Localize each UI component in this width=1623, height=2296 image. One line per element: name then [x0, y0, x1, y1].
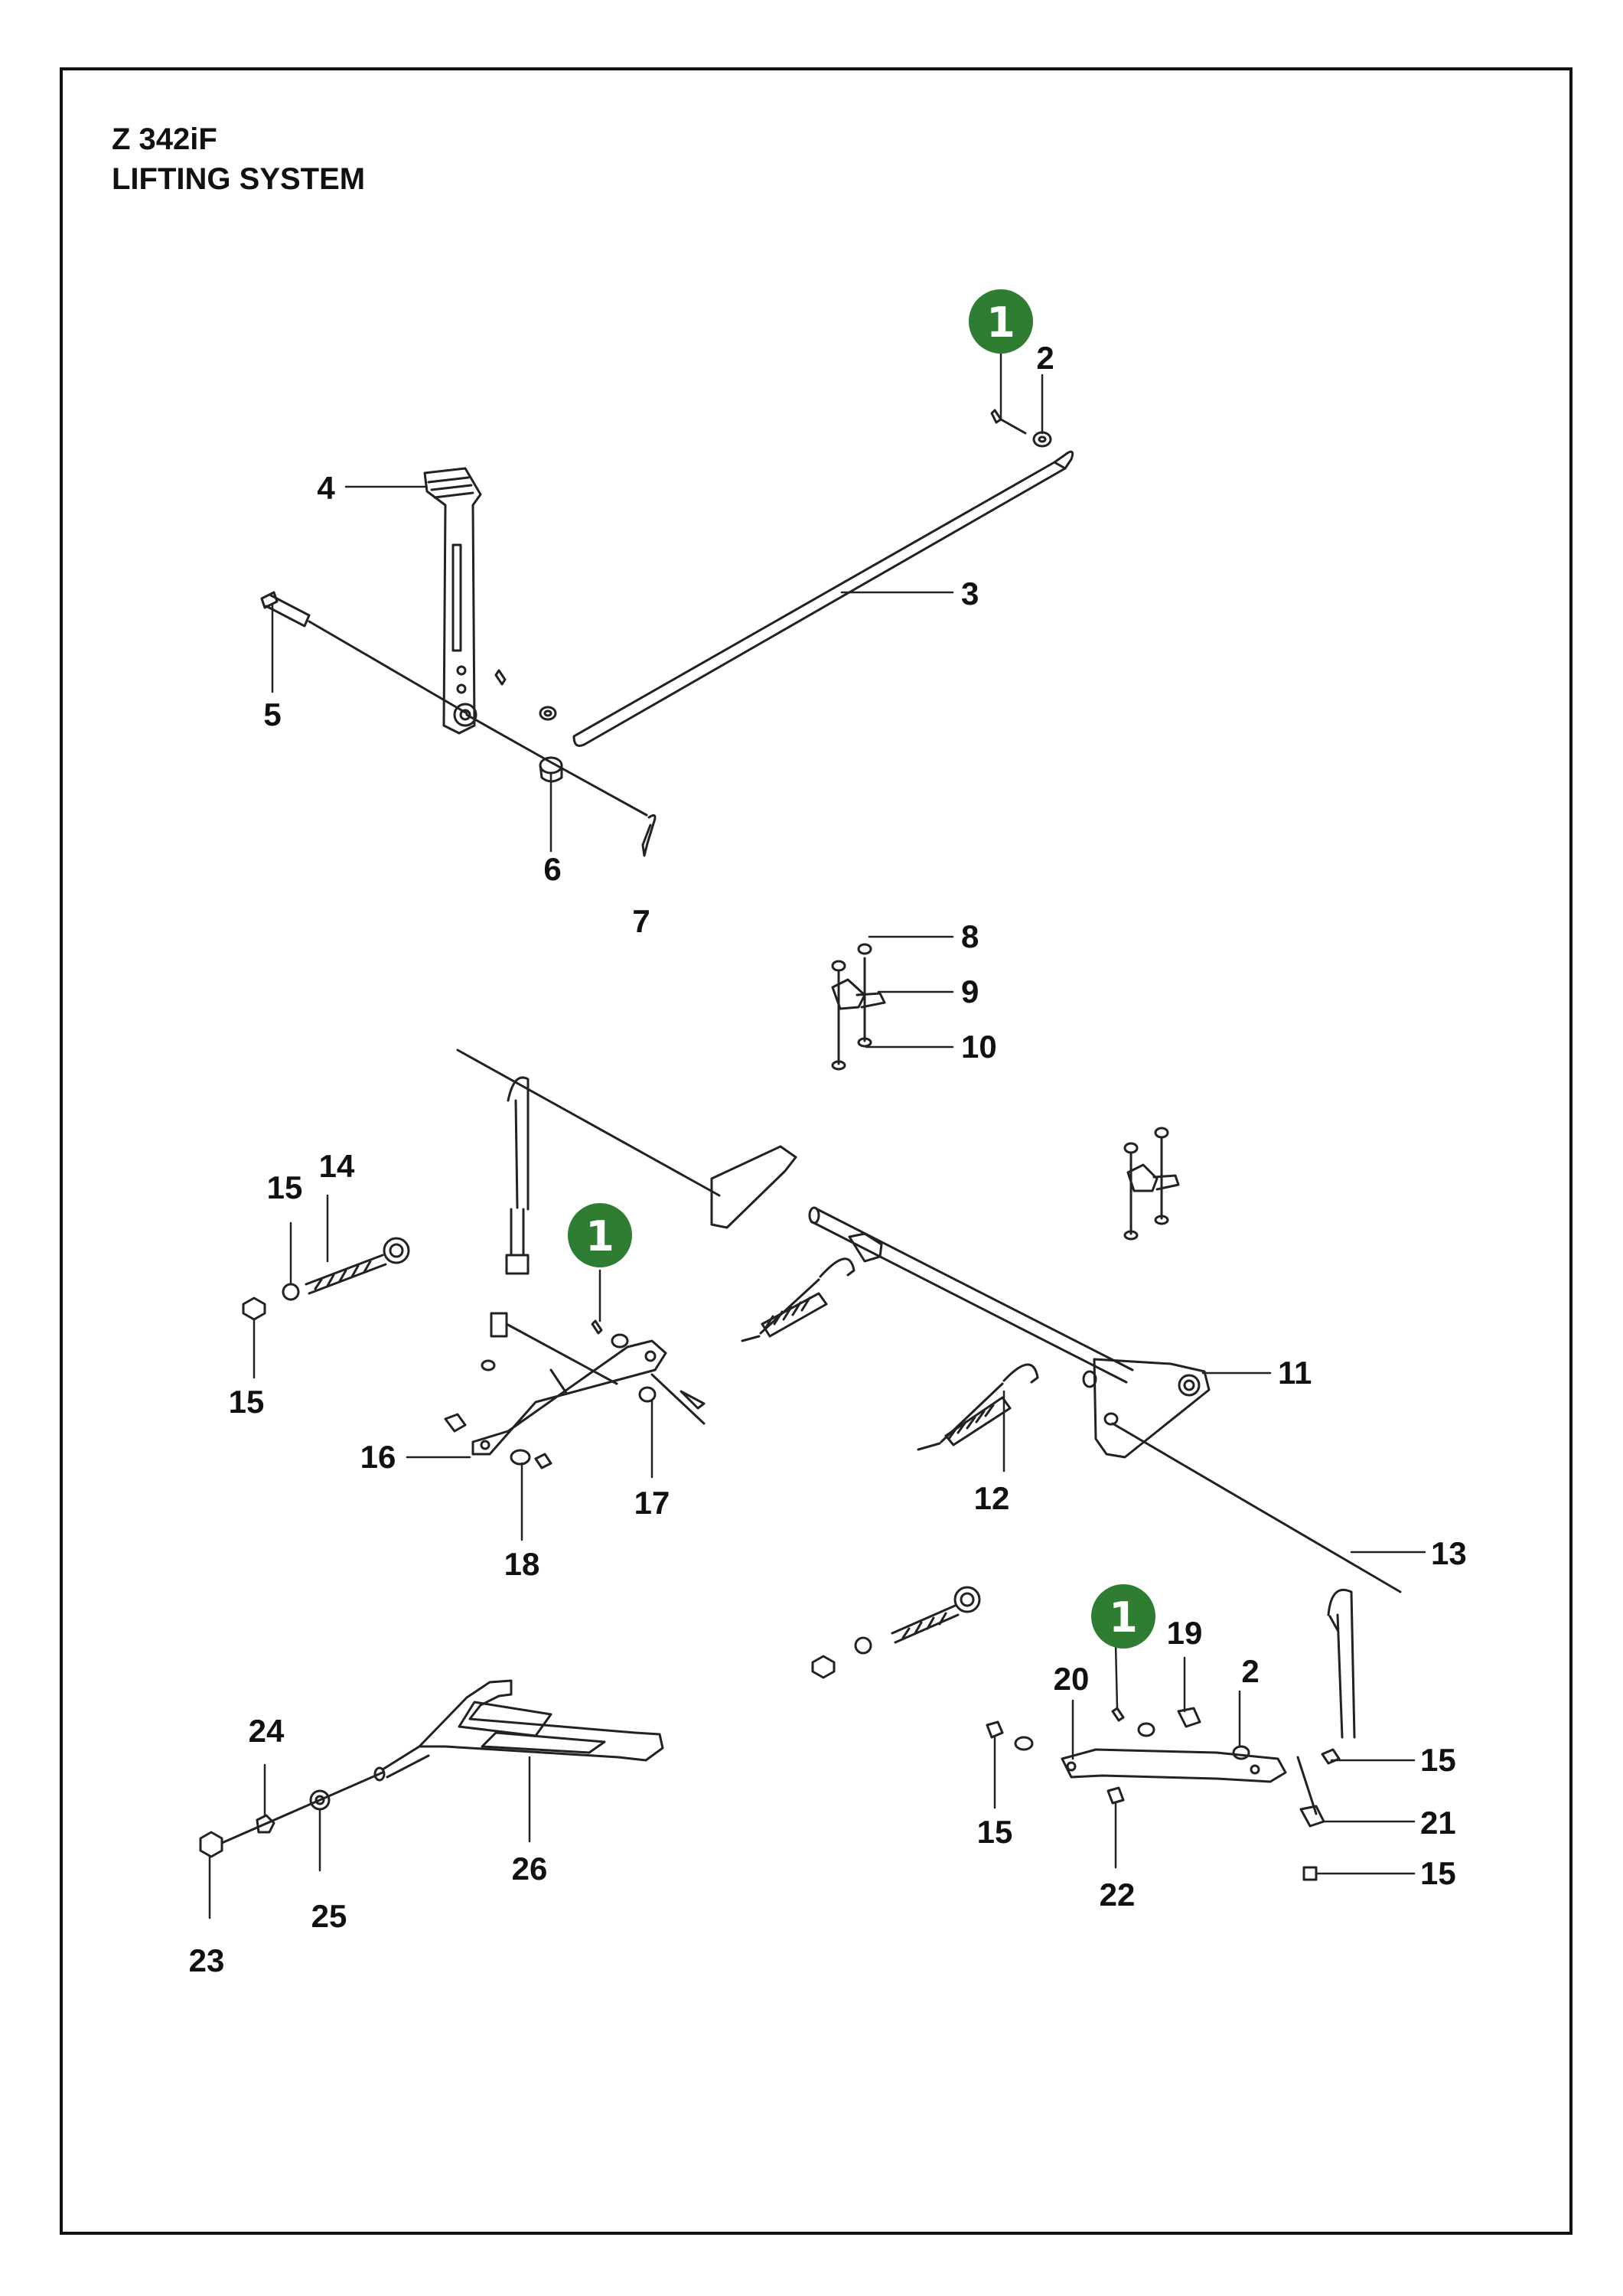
callout-7: 7 [632, 903, 650, 939]
callout-22: 22 [1100, 1877, 1136, 1913]
callout-2-lower: 2 [1241, 1653, 1259, 1689]
badge-top: 1 [969, 289, 1033, 354]
callout-18: 18 [504, 1546, 540, 1582]
washer-top [1032, 431, 1052, 448]
section-title: LIFTING SYSTEM [112, 162, 366, 196]
callout-5: 5 [263, 696, 281, 732]
pin-axis-line [308, 620, 468, 715]
callout-14: 14 [319, 1148, 355, 1184]
spring-upper [741, 1257, 855, 1342]
eye-bolt-lower [811, 1586, 981, 1679]
callout-8: 8 [961, 918, 979, 954]
badge-top-text: 1 [986, 298, 1015, 347]
lift-link-left [505, 1076, 530, 1275]
badge-middle-text: 1 [585, 1212, 614, 1261]
callout-25: 25 [311, 1898, 347, 1934]
foot-lever [199, 1679, 664, 1858]
callout-23: 23 [189, 1942, 225, 1978]
callout-15-top: 15 [267, 1169, 303, 1205]
callout-17: 17 [634, 1485, 670, 1521]
clip-small [494, 669, 557, 721]
callout-12: 12 [974, 1480, 1010, 1516]
bracket-hardware-right [1123, 1127, 1180, 1241]
callout-6: 6 [543, 851, 561, 887]
badge-bottom-text: 1 [1109, 1593, 1138, 1642]
lift-shaft [710, 1145, 1211, 1459]
badge-middle: 1 [568, 1203, 632, 1267]
callout-20: 20 [1054, 1661, 1090, 1697]
pin-axis-line-2 [465, 713, 648, 817]
pivot-pin [260, 591, 311, 628]
lift-link-right [1327, 1588, 1356, 1739]
lift-arm-left [444, 1312, 706, 1469]
callout-3: 3 [961, 576, 979, 612]
callout-4: 4 [317, 470, 335, 506]
callout-9: 9 [961, 974, 979, 1009]
model-title: Z 342iF [112, 122, 217, 156]
badge-group: 1 1 1 [568, 289, 1155, 1649]
spring-lower [917, 1363, 1039, 1451]
callout-19: 19 [1167, 1615, 1203, 1651]
callout-21: 21 [1420, 1805, 1456, 1841]
callout-24: 24 [249, 1713, 285, 1749]
lift-pedal [423, 467, 482, 735]
callout-labels: 2 3 4 5 6 7 8 9 10 11 12 13 14 15 15 16 … [189, 340, 1467, 1978]
lift-rod [572, 450, 1074, 747]
shaft-axis-right [1111, 1422, 1402, 1593]
shaft-axis-left [456, 1049, 721, 1197]
callout-15-right-a: 15 [1420, 1742, 1456, 1778]
callout-11: 11 [1278, 1355, 1312, 1391]
callout-15-left: 15 [229, 1384, 265, 1420]
eye-bolt-left [242, 1237, 410, 1321]
callout-15-right-b: 15 [1420, 1855, 1456, 1891]
badge-bottom: 1 [1091, 1584, 1155, 1649]
drawing-frame [60, 67, 1572, 2235]
leader-lines [208, 335, 1426, 1919]
callout-10: 10 [961, 1029, 997, 1065]
cotter-pin-top [990, 409, 1027, 435]
bracket-hardware [831, 943, 886, 1071]
callout-26: 26 [512, 1851, 548, 1887]
lift-arm-right [986, 1707, 1341, 1881]
callout-15-lower: 15 [977, 1814, 1013, 1850]
callout-16: 16 [360, 1439, 396, 1475]
callout-13: 13 [1431, 1535, 1467, 1571]
callout-2: 2 [1036, 340, 1054, 376]
hair-pin [641, 814, 657, 857]
